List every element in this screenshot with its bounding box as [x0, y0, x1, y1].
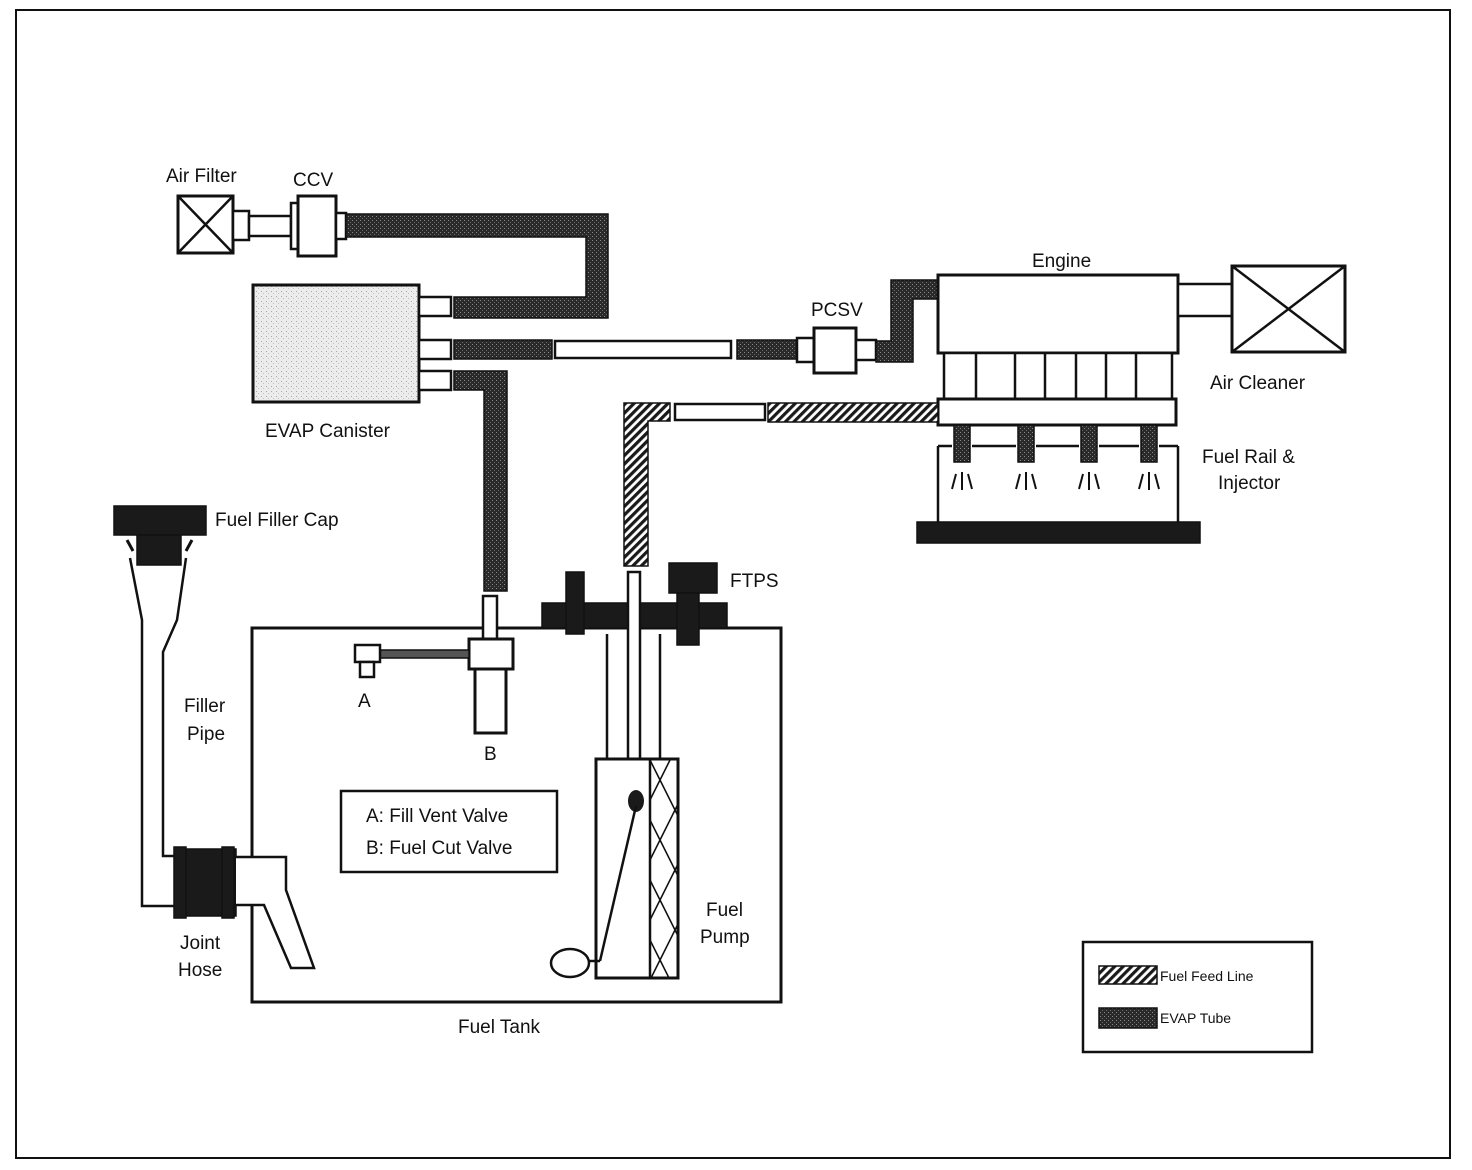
legend-swatch-fuel-feed — [1098, 965, 1158, 985]
fuel-filler-cap-label: Fuel Filler Cap — [215, 510, 339, 531]
filler-pipe-label-line1: Filler — [184, 696, 226, 717]
ftps-label: FTPS — [730, 571, 779, 592]
canister-port-mid — [417, 338, 453, 361]
fuel-cut-valve-b — [467, 594, 515, 735]
fuel-level-float — [549, 790, 644, 979]
legend-swatch-evap-tube — [1098, 1007, 1158, 1029]
ccv-valve — [289, 194, 348, 258]
filler-pipe — [128, 557, 188, 908]
valve-key-line2: B: Fuel Cut Valve — [366, 838, 512, 859]
fuel-pump-label-line2: Pump — [700, 927, 750, 948]
evap-tube-pcsv-engine — [875, 279, 939, 363]
joint-hose — [173, 846, 237, 919]
air-filter — [176, 194, 293, 255]
legend-fuel-feed-line: Fuel Feed Line — [1160, 968, 1254, 984]
evap-tube-canister-tank — [453, 370, 508, 592]
fuel-feed-line-horizontal — [767, 402, 939, 423]
injectors — [953, 424, 1158, 463]
joint-hose-label-line1: Joint — [180, 933, 221, 954]
canister-port-top — [417, 295, 453, 318]
fuel-feed-hose — [673, 402, 767, 422]
injector-spray — [951, 472, 1160, 490]
fuel-pump-label-line1: Fuel — [706, 900, 743, 921]
evap-tube-purge-pcsv — [736, 339, 798, 360]
purge-line-hose — [553, 339, 733, 360]
fuel-rail-label-line1: Fuel Rail & — [1202, 447, 1295, 468]
fuel-rail-label-line2: Injector — [1218, 473, 1281, 494]
cylinder-head — [936, 444, 1180, 522]
air-cleaner — [1230, 264, 1347, 354]
filler-pipe-label-line2: Pipe — [187, 724, 225, 745]
fuel-rail — [936, 397, 1178, 427]
engine-label: Engine — [1032, 251, 1091, 272]
canister-port-bottom — [417, 369, 453, 392]
valve-key-line1: A: Fill Vent Valve — [366, 806, 508, 827]
air-cleaner-label: Air Cleaner — [1210, 373, 1306, 394]
engine-block — [936, 273, 1180, 355]
joint-hose-label-line2: Hose — [178, 960, 222, 981]
evap-tube-ccv-canister — [345, 213, 609, 319]
engine-base — [916, 521, 1201, 544]
pcsv-valve — [795, 326, 878, 375]
legend-evap-tube: EVAP Tube — [1160, 1010, 1231, 1026]
legend-box — [1081, 940, 1314, 1054]
filler-neck — [236, 855, 316, 970]
air-filter-label: Air Filter — [166, 166, 237, 187]
evap-canister-label: EVAP Canister — [265, 421, 391, 442]
fuel-filler-cap — [113, 505, 207, 566]
evap-canister — [251, 283, 421, 404]
diagram-border — [15, 9, 1451, 1159]
pcsv-label: PCSV — [811, 300, 863, 321]
intake-runners — [942, 351, 1174, 401]
valve-b-label: B — [484, 744, 497, 765]
evap-tube-canister-purge — [453, 339, 553, 360]
fill-vent-valve-a — [353, 643, 382, 679]
vent-line-a-b — [379, 649, 470, 659]
ccv-label: CCV — [293, 170, 333, 191]
valve-a-label: A — [358, 691, 371, 712]
fuel-tank-label: Fuel Tank — [458, 1017, 541, 1038]
engine-air-duct — [1176, 282, 1234, 318]
valve-key-box — [339, 789, 559, 874]
fuel-feed-line-vertical — [623, 402, 671, 567]
